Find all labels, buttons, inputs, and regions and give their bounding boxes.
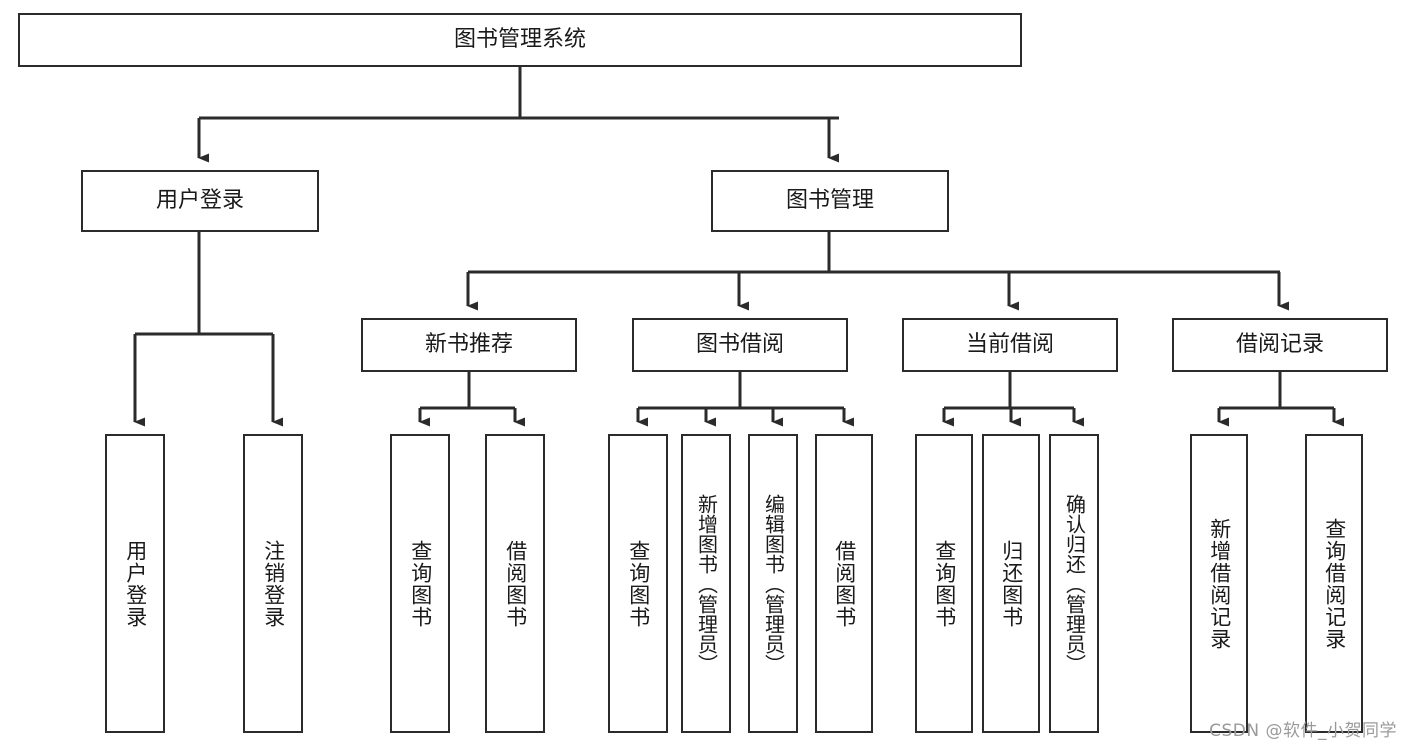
node-leaf-user-login[interactable]: 用户登录 bbox=[105, 434, 165, 733]
node-current-borrow[interactable]: 当前借阅 bbox=[902, 318, 1118, 372]
node-leaf-query-book-1[interactable]: 查询图书 bbox=[390, 434, 450, 733]
node-leaf-borrow-book-1-label: 借阅图书 bbox=[503, 539, 528, 628]
node-leaf-logout[interactable]: 注销登录 bbox=[243, 434, 303, 733]
node-leaf-confirm-return[interactable]: 确认归还（管理员） bbox=[1049, 434, 1099, 733]
node-leaf-borrow-book-2[interactable]: 借阅图书 bbox=[815, 434, 873, 733]
node-leaf-user-login-label: 用户登录 bbox=[123, 539, 148, 628]
watermark-text: CSDN @软件_小贺同学 bbox=[1209, 721, 1397, 741]
node-leaf-confirm-return-label: 确认归还（管理员） bbox=[1062, 493, 1087, 674]
node-leaf-query-book-2[interactable]: 查询图书 bbox=[608, 434, 668, 733]
node-leaf-query-record-label: 查询借阅记录 bbox=[1322, 517, 1347, 650]
node-user-login[interactable]: 用户登录 bbox=[81, 170, 319, 232]
node-leaf-add-book[interactable]: 新增图书（管理员） bbox=[681, 434, 731, 733]
node-new-book-recommend[interactable]: 新书推荐 bbox=[361, 318, 577, 372]
node-borrow-record-label: 借阅记录 bbox=[1235, 332, 1324, 358]
node-leaf-query-record[interactable]: 查询借阅记录 bbox=[1305, 434, 1363, 733]
node-book-manage-label: 图书管理 bbox=[785, 188, 874, 214]
node-current-borrow-label: 当前借阅 bbox=[965, 332, 1054, 358]
node-leaf-logout-label: 注销登录 bbox=[261, 539, 286, 628]
node-book-manage[interactable]: 图书管理 bbox=[711, 170, 949, 232]
node-leaf-edit-book[interactable]: 编辑图书（管理员） bbox=[748, 434, 798, 733]
node-leaf-return-book-label: 归还图书 bbox=[999, 539, 1024, 628]
node-root-label: 图书管理系统 bbox=[453, 27, 586, 53]
node-leaf-query-book-3-label: 查询图书 bbox=[932, 539, 957, 628]
node-book-borrow[interactable]: 图书借阅 bbox=[632, 318, 848, 372]
node-leaf-query-book-1-label: 查询图书 bbox=[408, 539, 433, 628]
node-new-book-recommend-label: 新书推荐 bbox=[424, 332, 513, 358]
node-leaf-add-record-label: 新增借阅记录 bbox=[1207, 517, 1232, 650]
node-root[interactable]: 图书管理系统 bbox=[18, 13, 1022, 67]
node-leaf-add-record[interactable]: 新增借阅记录 bbox=[1190, 434, 1248, 733]
node-user-login-label: 用户登录 bbox=[155, 188, 244, 214]
node-book-borrow-label: 图书借阅 bbox=[695, 332, 784, 358]
node-leaf-query-book-3[interactable]: 查询图书 bbox=[915, 434, 973, 733]
node-borrow-record[interactable]: 借阅记录 bbox=[1172, 318, 1388, 372]
node-leaf-edit-book-label: 编辑图书（管理员） bbox=[761, 493, 786, 674]
node-leaf-add-book-label: 新增图书（管理员） bbox=[694, 493, 719, 674]
node-leaf-borrow-book-2-label: 借阅图书 bbox=[832, 539, 857, 628]
node-leaf-query-book-2-label: 查询图书 bbox=[626, 539, 651, 628]
node-leaf-borrow-book-1[interactable]: 借阅图书 bbox=[485, 434, 545, 733]
node-leaf-return-book[interactable]: 归还图书 bbox=[982, 434, 1040, 733]
